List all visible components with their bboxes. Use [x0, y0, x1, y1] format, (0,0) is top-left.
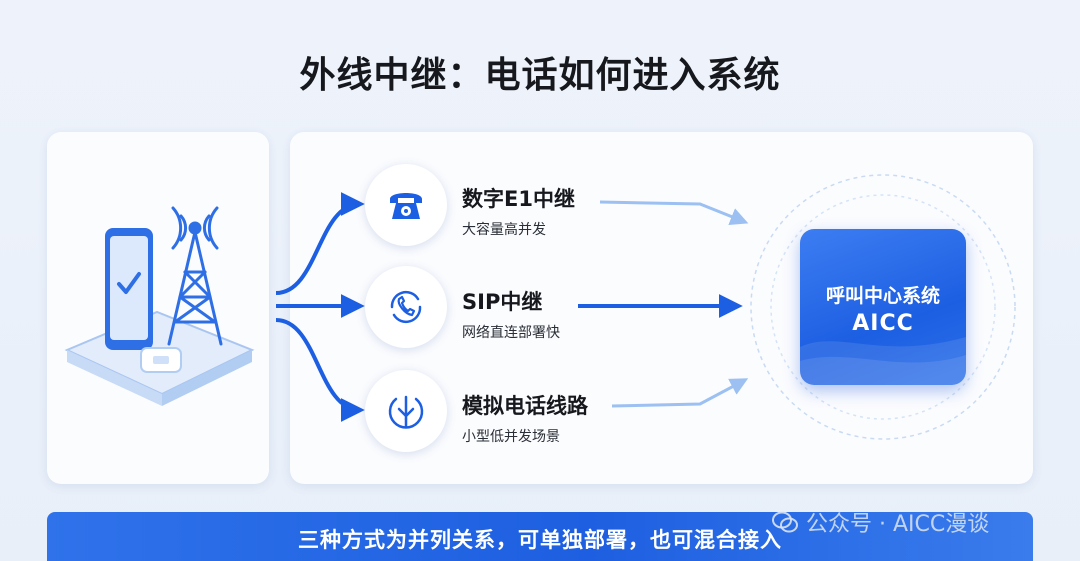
- aicc-wave-decoration: [800, 337, 966, 385]
- method-sip-name: SIP中继: [462, 290, 543, 314]
- method-analog-desc: 小型低并发场景: [462, 429, 560, 445]
- analog-line-icon: [388, 395, 424, 429]
- watermark-text: 公众号 · AICC漫谈: [806, 512, 990, 537]
- sip-phone-icon: [390, 290, 422, 324]
- small-device-icon: [140, 347, 182, 373]
- method-sip-desc: 网络直连部署快: [462, 325, 560, 341]
- method-e1-icon-circle: [365, 164, 447, 246]
- summary-banner-text: 三种方式为并列关系，可单独部署，也可混合接入: [298, 528, 782, 552]
- method-e1-desc: 大容量高并发: [462, 222, 546, 238]
- branch-arrow-top: [275, 192, 365, 295]
- branch-arrow-bottom: [275, 318, 365, 422]
- aicc-subtitle: AICC: [852, 311, 914, 336]
- method-analog-icon-circle: [365, 370, 447, 452]
- smartphone-icon: [105, 228, 153, 350]
- phone-tower-illustration: [64, 206, 255, 406]
- wechat-icon: [772, 511, 798, 533]
- aicc-title: 呼叫中心系统: [825, 285, 940, 307]
- method-analog-name: 模拟电话线路: [462, 394, 588, 418]
- telephone-icon: [390, 193, 422, 219]
- watermark: 公众号 · AICC漫谈: [772, 508, 1062, 537]
- source-illustration-card: [47, 132, 269, 484]
- arrow-analog-to-aicc: [611, 378, 749, 408]
- aicc-outer-ring: [750, 174, 1016, 440]
- summary-banner: 三种方式为并列关系，可单独部署，也可混合接入: [47, 512, 1033, 561]
- method-sip-icon-circle: [365, 266, 447, 348]
- arrow-e1-to-aicc: [599, 200, 749, 226]
- signal-tower-icon: [167, 206, 223, 346]
- page-title: 外线中继：电话如何进入系统: [299, 55, 781, 96]
- aicc-inner-ring: [770, 194, 996, 420]
- aicc-system-box: 呼叫中心系统 AICC: [800, 229, 966, 385]
- method-e1-name: 数字E1中继: [462, 187, 575, 211]
